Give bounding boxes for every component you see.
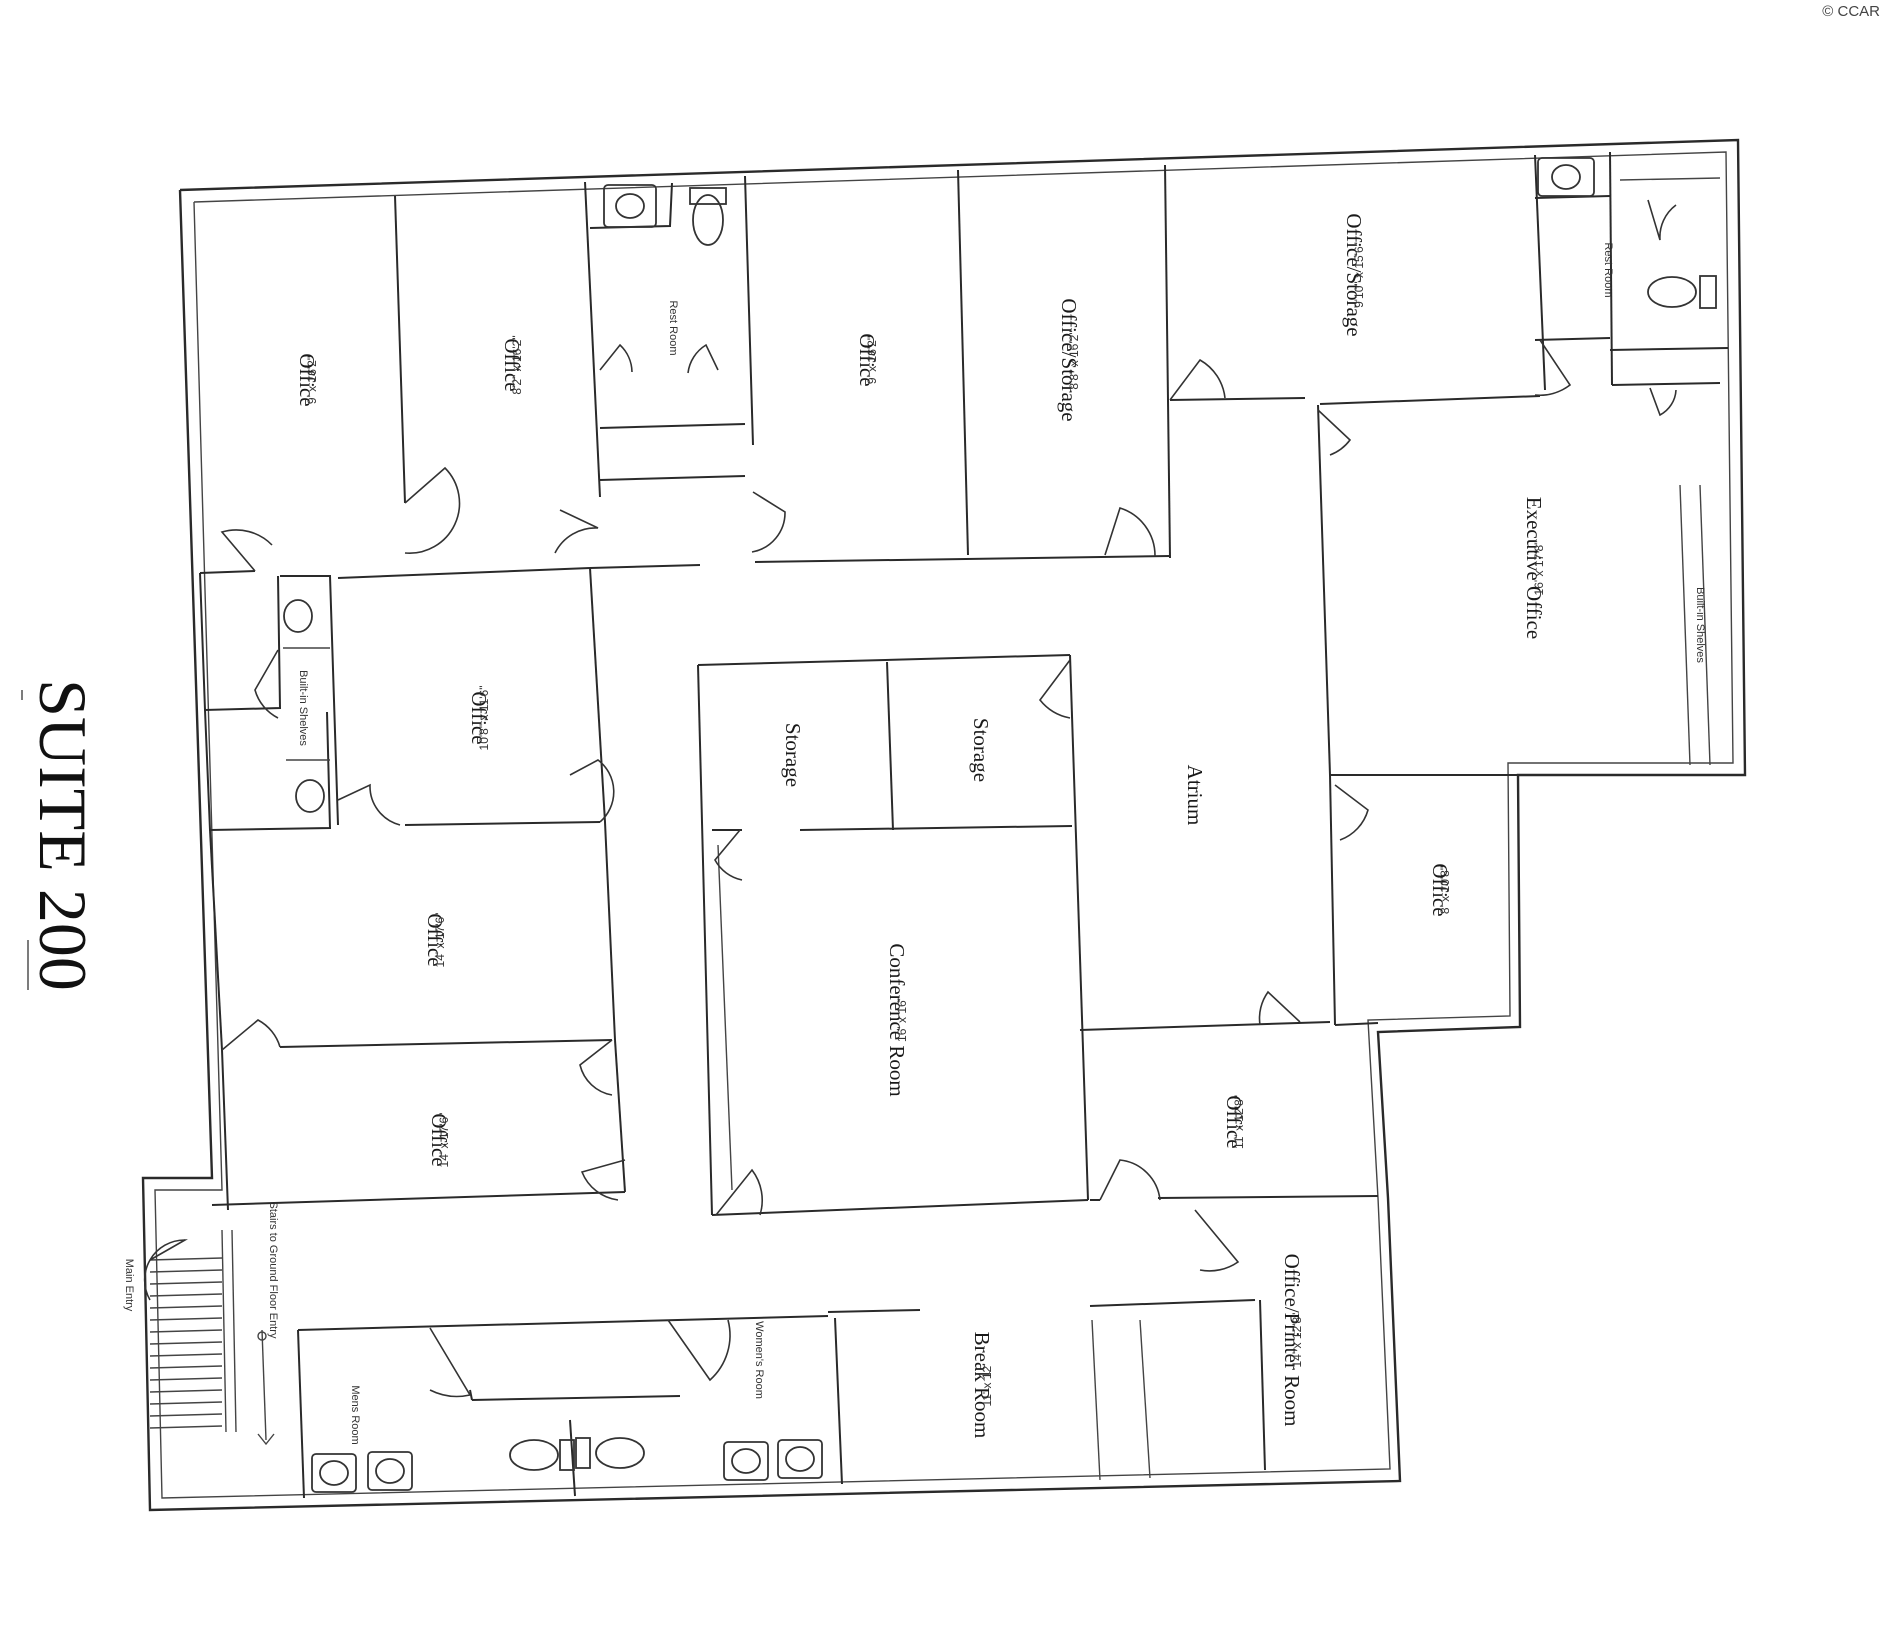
- room-womens-room: Women's Room: [753, 1321, 765, 1399]
- room-name: Storage: [781, 723, 805, 787]
- room-dims: 11' x 12': [980, 1363, 994, 1406]
- room-executive-office: Executive Office 16' x 17'8": [1522, 497, 1546, 639]
- room-storage-1: Storage: [781, 723, 805, 787]
- room-name: Mens Room: [349, 1385, 361, 1444]
- room-office-5: Office 8' x 10'8": [1428, 863, 1452, 916]
- room-rest-room-2: Rest Room: [1602, 242, 1614, 297]
- room-office-2: Office 8'2" x 16'2": [500, 335, 524, 394]
- room-office-4: Office 10'8" x 11'6": [467, 686, 491, 751]
- room-dims: 14' x 17'6": [433, 913, 447, 968]
- room-dims: 9' x 16'2": [305, 356, 319, 404]
- stairs-label: Stairs to Ground Floor Entry: [267, 1202, 279, 1339]
- room-office-6: Office 14' x 17'6": [423, 913, 447, 968]
- room-office-8: Office 14' x 17'6": [427, 1113, 451, 1168]
- room-dims: 8'8" x 16'2": [1067, 330, 1081, 389]
- room-dims: 16' x 17'8": [1532, 541, 1546, 596]
- room-dims: 11' x 12'8": [1232, 1095, 1246, 1149]
- room-name: Rest Room: [667, 300, 679, 355]
- room-name: Break Room: [970, 1332, 994, 1439]
- room-dims: 9' x 16'2": [865, 336, 879, 384]
- room-name: Office: [467, 691, 491, 744]
- room-office-storage-1: Office/Storage 8'8" x 16'2": [1057, 298, 1081, 421]
- room-dims: 8'2" x 16'2": [510, 335, 524, 394]
- room-dims: 14' x 17'6": [437, 1113, 451, 1168]
- room-mens-room: Mens Room: [349, 1385, 361, 1444]
- room-conference-room: Conference Room 16' x 16': [885, 943, 909, 1096]
- svg-text:Main Entry: Main Entry: [123, 1259, 135, 1312]
- room-office-1: Office 9' x 16'2": [295, 353, 319, 406]
- doors: [143, 199, 1677, 1398]
- page-title: SUITE 200: [25, 679, 101, 991]
- room-dims: 16' x 16': [895, 998, 909, 1042]
- room-name: Office/Storage: [1057, 298, 1081, 421]
- room-office-7: Office 11' x 12'8": [1222, 1095, 1246, 1149]
- room-name: Office: [427, 1113, 451, 1166]
- room-name: Office: [295, 353, 319, 406]
- room-name: Office/Printer Room: [1280, 1254, 1304, 1427]
- room-name: Office: [1428, 863, 1452, 916]
- room-labels: Office 9' x 16'2" Office 8'2" x 16'2" Re…: [123, 213, 1706, 1444]
- room-office-storage-2: Office/Storage 9'10" x 15'6": [1342, 213, 1366, 336]
- fixtures: [283, 157, 1717, 1493]
- room-name: Executive Office: [1522, 497, 1546, 639]
- room-break-room: Break Room 11' x 12': [970, 1332, 994, 1439]
- svg-text:Stairs to Ground Floor Entry: Stairs to Ground Floor Entry: [267, 1202, 279, 1339]
- room-name: Built-in Shelves: [297, 670, 309, 746]
- room-name: Women's Room: [753, 1321, 765, 1399]
- room-name: Rest Room: [1602, 242, 1614, 297]
- room-name: Office/Storage: [1342, 213, 1366, 336]
- room-storage-2: Storage: [969, 718, 993, 782]
- interior-walls: [149, 151, 1729, 1499]
- room-built-in-shelves-exec: Built-in Shelves: [1694, 587, 1706, 663]
- main-entry-label: Main Entry: [123, 1259, 135, 1312]
- watermark: © CCAR: [1822, 3, 1880, 20]
- room-atrium: Atrium: [1183, 765, 1207, 826]
- room-name: Office: [1222, 1095, 1246, 1148]
- room-dims: 14' x 12'8": [1290, 1313, 1304, 1368]
- room-dims: 9'10" x 15'6": [1352, 242, 1366, 308]
- room-name: Built-in Shelves: [1694, 587, 1706, 663]
- room-office-3: Office 9' x 16'2": [855, 333, 879, 386]
- room-name: Office: [423, 913, 447, 966]
- room-dims: 10'8" x 11'6": [477, 686, 491, 751]
- room-name: Office: [500, 338, 524, 391]
- room-rest-room-1: Rest Room: [667, 300, 679, 355]
- room-name: Office: [855, 333, 879, 386]
- exterior-walls: [141, 138, 1747, 1512]
- room-office-printer-room: Office/Printer Room 14' x 12'8": [1280, 1254, 1304, 1427]
- svg-text:SUITE 200: SUITE 200: [25, 679, 101, 991]
- room-name: Storage: [969, 718, 993, 782]
- room-dims: 8' x 10'8": [1438, 866, 1452, 914]
- room-built-in-shelves-small: Built-in Shelves: [297, 670, 309, 746]
- room-name: Atrium: [1183, 765, 1207, 826]
- room-name: Conference Room: [885, 943, 909, 1096]
